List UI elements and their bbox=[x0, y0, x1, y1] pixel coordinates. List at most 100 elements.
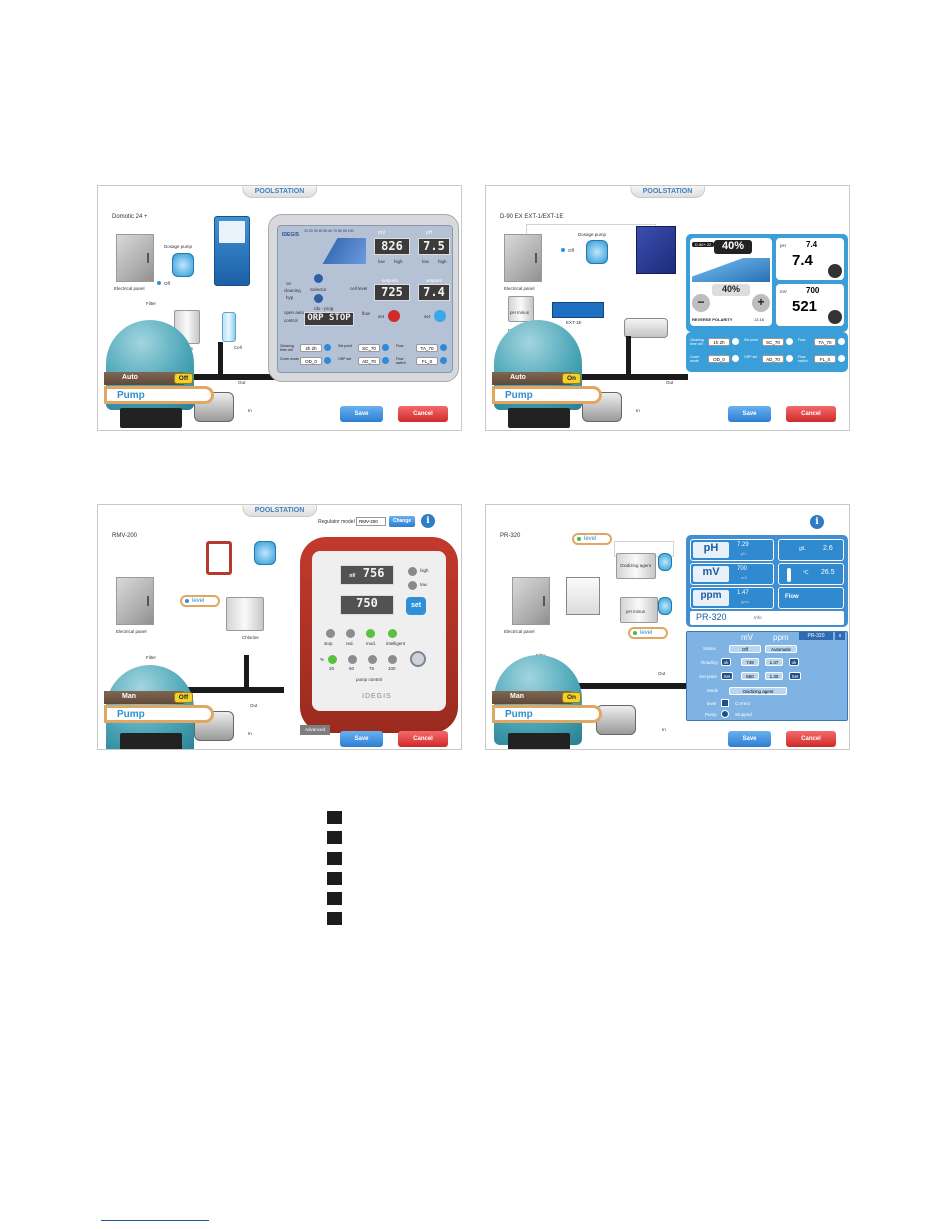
go-button[interactable] bbox=[786, 338, 793, 345]
mode-led-intelligent[interactable] bbox=[388, 629, 397, 638]
set-ppm[interactable]: 1.30 bbox=[765, 672, 783, 680]
row1-v3[interactable]: FL_0 bbox=[416, 357, 438, 365]
pump-button[interactable]: Pump bbox=[492, 705, 602, 723]
mode-value[interactable]: Oxidizing agent bbox=[729, 687, 787, 695]
ext-module[interactable] bbox=[552, 302, 604, 318]
change-button[interactable]: Change bbox=[389, 516, 415, 527]
go-button[interactable] bbox=[324, 344, 331, 351]
level-indicator[interactable]: level bbox=[628, 627, 668, 639]
save-button[interactable]: Save bbox=[728, 406, 771, 422]
dosage-pump-icon[interactable] bbox=[254, 541, 276, 565]
rmv-mini-device[interactable] bbox=[206, 541, 232, 575]
mode-bar[interactable]: Auto bbox=[104, 372, 188, 385]
detail-tab[interactable]: PR-320 bbox=[799, 632, 833, 640]
go-button[interactable] bbox=[382, 344, 389, 351]
row1-v2[interactable]: AD_70 bbox=[358, 357, 380, 365]
onoff-badge[interactable]: On bbox=[562, 373, 581, 384]
go-button[interactable] bbox=[786, 355, 793, 362]
mode-bar[interactable]: Man bbox=[492, 691, 576, 704]
onoff-badge[interactable]: Off bbox=[174, 373, 193, 384]
save-button[interactable]: Save bbox=[340, 406, 383, 422]
gear-icon[interactable] bbox=[828, 264, 842, 278]
set-button[interactable]: Set bbox=[721, 672, 733, 680]
row0-v1[interactable]: 1h 2h bbox=[708, 338, 730, 346]
pct-led[interactable] bbox=[388, 655, 397, 664]
electrical-panel-icon[interactable] bbox=[504, 234, 542, 282]
down-arrow-button[interactable] bbox=[314, 294, 323, 303]
temp-cell[interactable]: ºC 26.5 bbox=[778, 563, 844, 585]
mv-setpoint[interactable]: 725 bbox=[374, 284, 410, 301]
go-button[interactable] bbox=[382, 357, 389, 364]
poolstation-tab[interactable]: POOLSTATION bbox=[629, 186, 706, 198]
pump-motor[interactable] bbox=[194, 392, 234, 422]
go-button[interactable] bbox=[440, 344, 447, 351]
row0-v2[interactable]: SC_70 bbox=[358, 344, 380, 352]
mode-led-stop[interactable] bbox=[326, 629, 335, 638]
cell-icon[interactable] bbox=[222, 312, 236, 342]
ok-button[interactable]: ok bbox=[789, 658, 799, 666]
dosage-pump-icon[interactable] bbox=[586, 240, 608, 264]
set-mv[interactable]: 650 bbox=[741, 672, 759, 680]
electrical-panel-icon[interactable] bbox=[512, 577, 550, 625]
ok-button[interactable] bbox=[434, 310, 446, 322]
dosage-pump-icon[interactable] bbox=[658, 553, 672, 571]
poolstation-tab[interactable]: POOLSTATION bbox=[241, 505, 318, 517]
pump-motor[interactable] bbox=[596, 705, 636, 735]
advanced-tab[interactable]: Advanced bbox=[300, 725, 330, 735]
row0-v2[interactable]: SC_70 bbox=[762, 338, 784, 346]
onoff-badge[interactable]: On bbox=[562, 692, 581, 703]
row1-v2[interactable]: AD_70 bbox=[762, 355, 784, 363]
row1-v1[interactable]: OD_0 bbox=[300, 357, 322, 365]
controller-device[interactable] bbox=[214, 216, 250, 286]
electrical-panel-icon[interactable] bbox=[116, 234, 154, 282]
row0-v1[interactable]: 2h 2h bbox=[300, 344, 322, 352]
ppm-cell[interactable]: ppm 1.47 ppm bbox=[690, 587, 774, 609]
row0-v3[interactable]: TA_70 bbox=[416, 344, 438, 352]
row0-v3[interactable]: TA_70 bbox=[814, 338, 836, 346]
mode-bar[interactable]: Auto bbox=[492, 372, 576, 385]
go-button[interactable] bbox=[732, 338, 739, 345]
go-button[interactable] bbox=[324, 357, 331, 364]
up-arrow-button[interactable] bbox=[314, 274, 323, 283]
set-button[interactable]: set bbox=[406, 597, 426, 615]
poolstation-tab[interactable]: POOLSTATION bbox=[241, 186, 318, 198]
info-icon[interactable]: i bbox=[421, 514, 435, 528]
mode-led-mod[interactable] bbox=[366, 629, 375, 638]
minus-button[interactable]: − bbox=[692, 294, 710, 312]
dosage-pump-icon[interactable] bbox=[172, 253, 194, 277]
go-button[interactable] bbox=[440, 357, 447, 364]
pump-button[interactable]: Pump bbox=[104, 386, 214, 404]
ph-setpoint[interactable]: 7.4 bbox=[418, 284, 450, 301]
cancel-button[interactable]: Cancel bbox=[786, 406, 836, 422]
ph-cell[interactable]: pH 7.29 pH bbox=[690, 539, 774, 561]
pct-led[interactable] bbox=[348, 655, 357, 664]
regulator-select[interactable]: RMV-200 bbox=[356, 517, 386, 526]
level-indicator[interactable]: level bbox=[572, 533, 612, 545]
onoff-badge[interactable]: Off bbox=[174, 692, 193, 703]
info-icon[interactable]: i bbox=[810, 515, 824, 529]
dosage-pump-icon[interactable] bbox=[658, 597, 672, 615]
gear-icon[interactable] bbox=[828, 310, 842, 324]
d90-device[interactable] bbox=[636, 226, 676, 274]
salt-cell[interactable]: g/L 2.6 bbox=[778, 539, 844, 561]
cancel-button[interactable]: Cancel bbox=[398, 731, 448, 747]
pump-control-icon[interactable] bbox=[410, 651, 426, 667]
cell-icon[interactable] bbox=[624, 318, 668, 338]
electrical-panel-icon[interactable] bbox=[116, 577, 154, 625]
set-button[interactable] bbox=[388, 310, 400, 322]
row1-v3[interactable]: FL_0 bbox=[814, 355, 836, 363]
level-indicator[interactable]: level bbox=[180, 595, 220, 607]
cancel-button[interactable]: Cancel bbox=[786, 731, 836, 747]
go-button[interactable] bbox=[838, 355, 845, 362]
mode-bar[interactable]: Man bbox=[104, 691, 188, 704]
pr320-device[interactable] bbox=[566, 577, 600, 615]
go-button[interactable] bbox=[732, 355, 739, 362]
mv-cell[interactable]: mV 700 mV bbox=[690, 563, 774, 585]
set-button[interactable]: Set bbox=[789, 672, 801, 680]
flow-cell[interactable]: Flow bbox=[778, 587, 844, 609]
pct-led[interactable] bbox=[368, 655, 377, 664]
pump-motor[interactable] bbox=[582, 392, 622, 422]
plus-button[interactable]: + bbox=[752, 294, 770, 312]
close-icon[interactable]: x bbox=[835, 632, 845, 640]
row1-v1[interactable]: OD_0 bbox=[708, 355, 730, 363]
